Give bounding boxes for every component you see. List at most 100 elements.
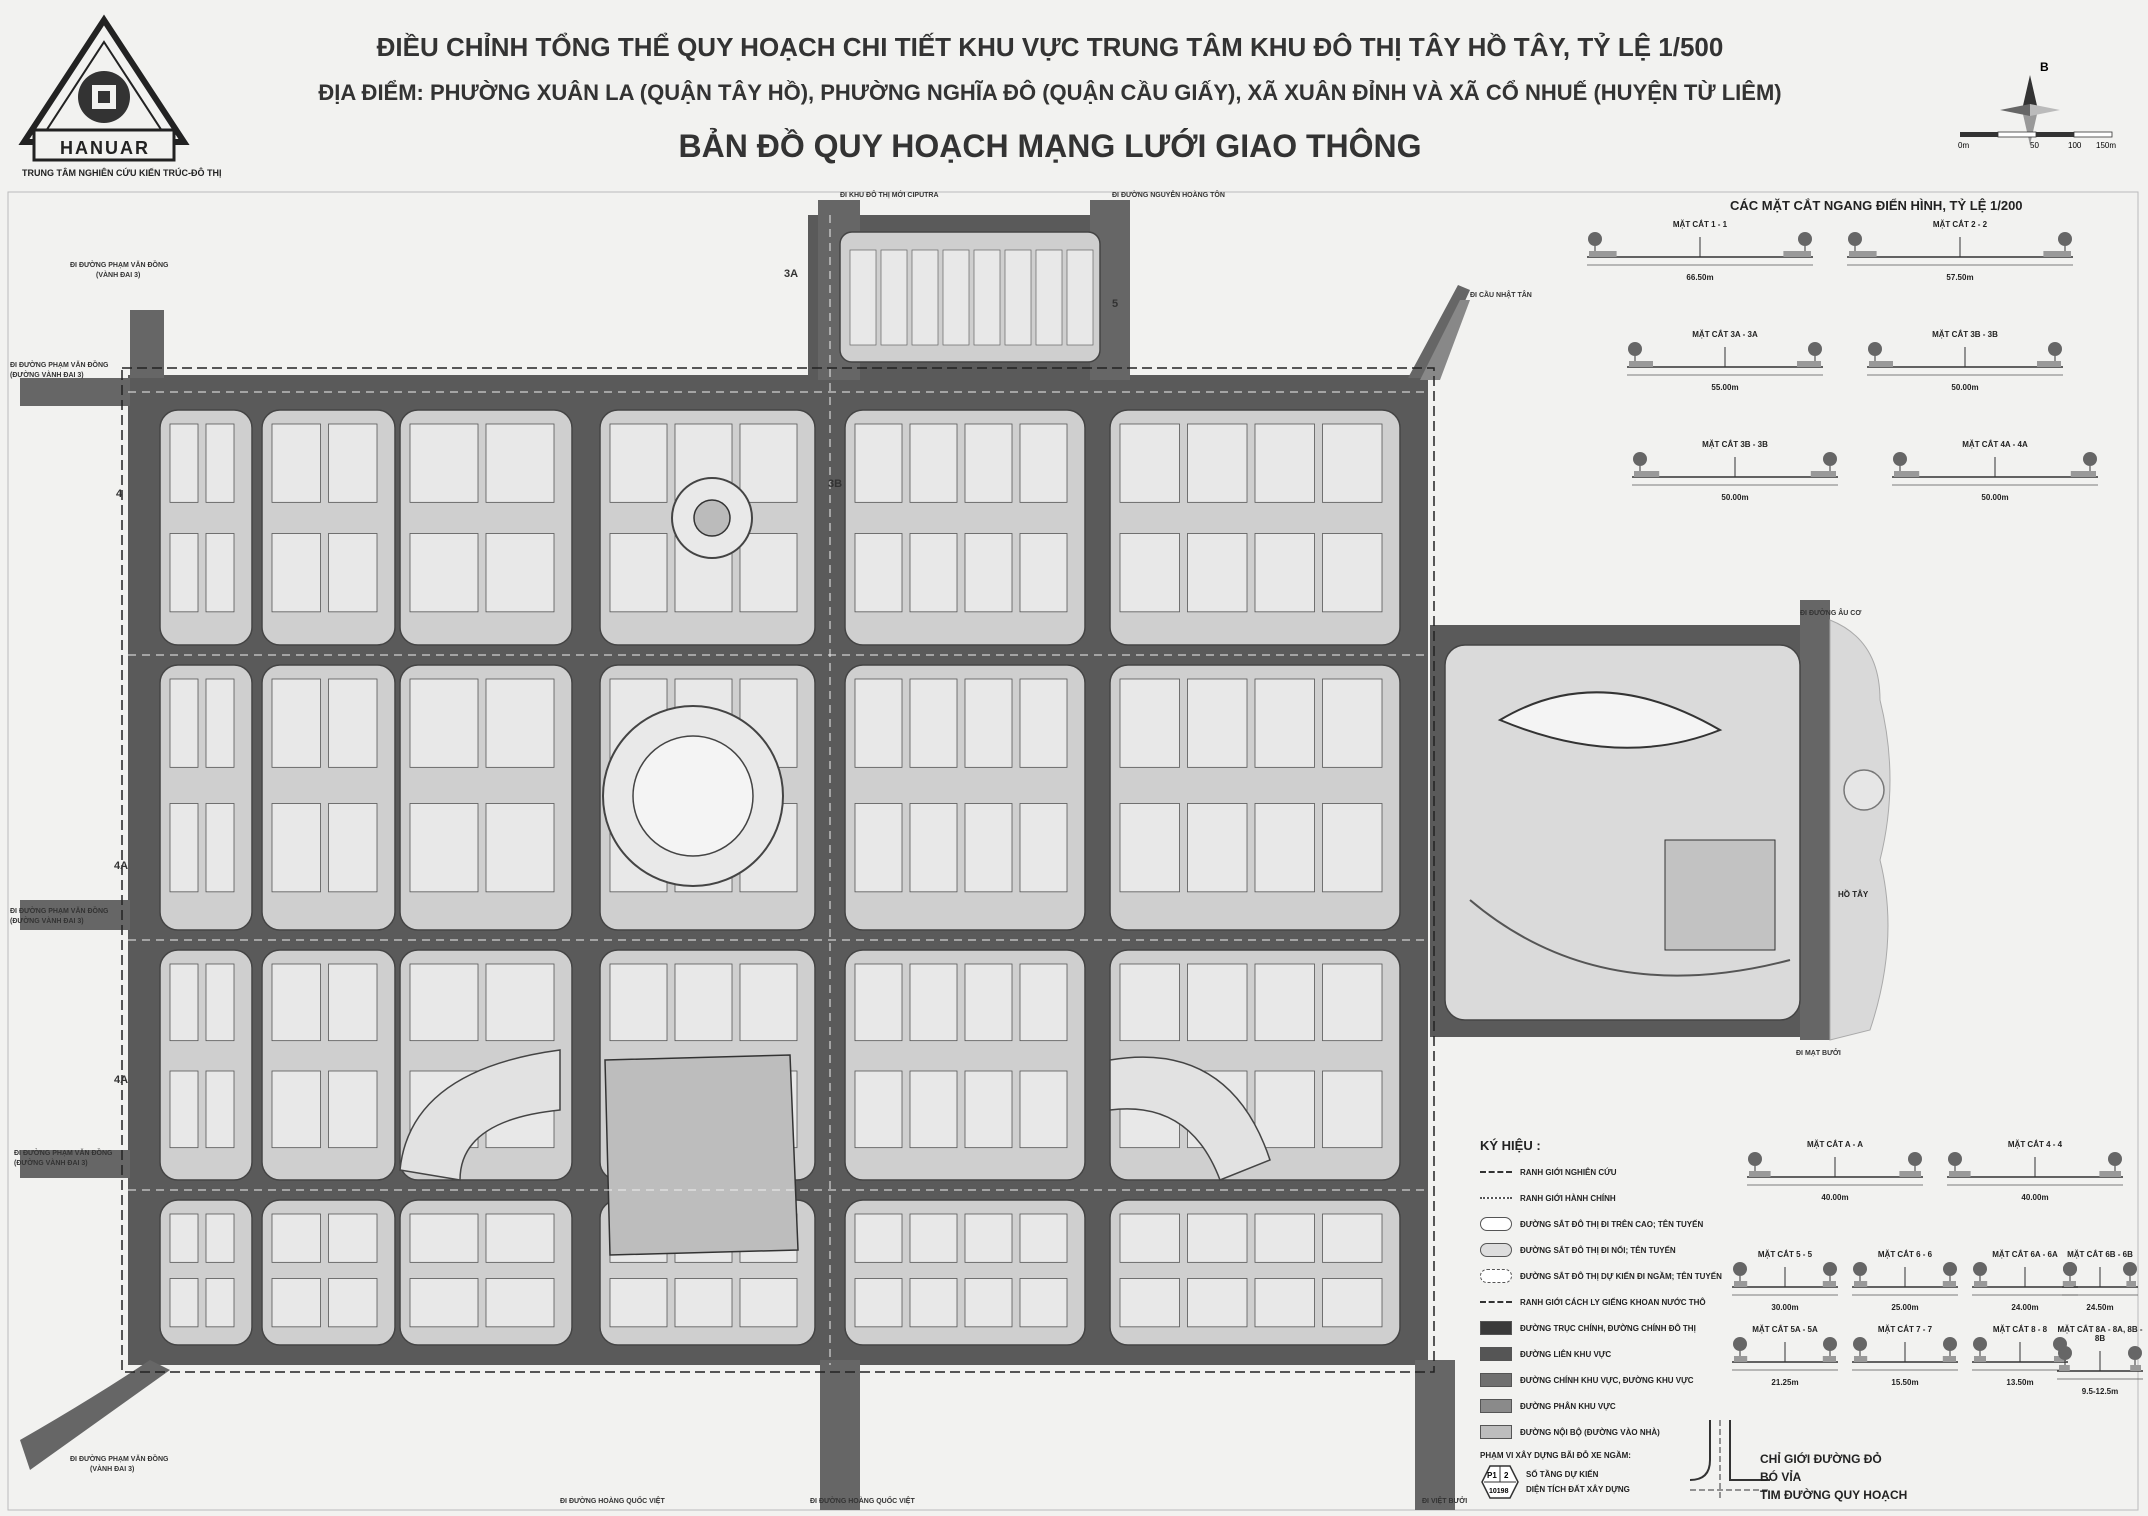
building — [1187, 803, 1248, 893]
building — [271, 1213, 321, 1263]
building — [409, 803, 479, 893]
building — [674, 963, 733, 1042]
building — [964, 1278, 1013, 1328]
exit-road-left-2 — [20, 900, 130, 930]
building-row — [1066, 249, 1094, 346]
cross-section-width: 9.5-12.5m — [2081, 1387, 2119, 1396]
building — [169, 1070, 199, 1149]
building — [485, 803, 555, 893]
legend: KÝ HIỆU : RANH GIỚI NGHIÊN CỨU RANH GIỚI… — [1480, 1138, 1810, 1500]
bottom-legend-2: BÓ VỈA — [1760, 1470, 1802, 1484]
cross-section-drawing — [1747, 1152, 1923, 1186]
exit-left-2b: (ĐƯỜNG VÀNH ĐAI 3) — [10, 372, 84, 379]
section-mark-4a-1: 4A — [114, 860, 129, 872]
cross-section-drawing — [1947, 1152, 2123, 1186]
cross-section-width: 15.50m — [1891, 1378, 1919, 1387]
road-edge-diagram — [1690, 1420, 1770, 1500]
building — [169, 963, 199, 1042]
cross-section-label: MẶT CẮT 6B - 6B — [2067, 1250, 2133, 1259]
building — [1119, 963, 1180, 1042]
building — [1019, 1278, 1068, 1328]
building — [271, 803, 321, 893]
building — [271, 533, 321, 613]
cross-section-drawing — [1632, 452, 1838, 486]
cross-section-label: MẶT CẮT 4A - 4A — [1962, 440, 2028, 449]
scale-bar: 0m 50 100 150m — [1958, 131, 2116, 150]
building — [1187, 423, 1248, 503]
cross-section-label: MẶT CẮT 8 - 8 — [1992, 1325, 2048, 1334]
cross-section-label: MẶT CẮT 3B - 3B — [1932, 330, 1998, 339]
exit-left-4: ĐI ĐƯỜNG PHẠM VĂN ĐỒNG — [14, 1150, 113, 1157]
building — [854, 423, 903, 503]
cross-section-drawing — [1972, 1337, 2068, 1371]
cross-section-width: 24.00m — [2011, 1303, 2039, 1312]
hanuar-logo-icon — [18, 14, 190, 162]
building — [1254, 1278, 1315, 1328]
legend-item: ĐƯỜNG SẮT ĐÔ THỊ ĐI NỔI; TÊN TUYẾN — [1480, 1237, 1810, 1263]
building — [854, 963, 903, 1042]
building — [1019, 678, 1068, 768]
building — [1322, 678, 1383, 768]
building — [328, 1278, 378, 1328]
building — [1119, 423, 1180, 503]
building — [169, 678, 199, 768]
exit-left-3: ĐI ĐƯỜNG PHẠM VĂN ĐỒNG — [10, 908, 109, 915]
building — [964, 1070, 1013, 1149]
building — [909, 1070, 958, 1149]
building — [1119, 1278, 1180, 1328]
building — [328, 533, 378, 613]
cross-section-label: MẶT CẮT 7 - 7 — [1877, 1325, 1933, 1334]
building-row — [849, 249, 877, 346]
building — [205, 1278, 235, 1328]
building — [1187, 1278, 1248, 1328]
legend-item: ĐƯỜNG TRỤC CHÍNH, ĐƯỜNG CHÍNH ĐÔ THỊ — [1480, 1315, 1810, 1341]
scale-150: 150m — [2096, 141, 2116, 150]
exit-viet-buoi: ĐI VIỆT BƯỞI — [1422, 1498, 1468, 1505]
building — [854, 1213, 903, 1263]
building — [328, 963, 378, 1042]
building — [1187, 533, 1248, 613]
building-row — [1004, 249, 1032, 346]
building — [409, 963, 479, 1042]
building — [1119, 1213, 1180, 1263]
legend-item: RANH GIỚI HÀNH CHÍNH — [1480, 1185, 1810, 1211]
lake-roundabout — [1843, 769, 1885, 811]
cross-section-label: MẶT CẮT A - A — [1807, 1140, 1863, 1149]
cross-section-label: MẶT CẮT 4 - 4 — [2007, 1140, 2063, 1149]
cross-section-width: 50.00m — [1981, 493, 2009, 502]
building — [1019, 963, 1068, 1042]
building — [1119, 803, 1180, 893]
legend-item: ĐƯỜNG PHÂN KHU VỰC — [1480, 1393, 1810, 1419]
building — [609, 963, 668, 1042]
building — [1019, 533, 1068, 613]
building — [1322, 423, 1383, 503]
legend-item: RANH GIỚI CÁCH LY GIẾNG KHOAN NƯỚC THÔ — [1480, 1289, 1810, 1315]
building — [909, 1278, 958, 1328]
building — [1254, 533, 1315, 613]
parking-hexagon-icon: P1 2 10198 — [1481, 1465, 1519, 1499]
building — [1254, 678, 1315, 768]
building — [964, 1213, 1013, 1263]
building — [1187, 678, 1248, 768]
section-mark-4: 4 — [116, 488, 123, 500]
cross-section-label: MẶT CẮT 5A - 5A — [1752, 1325, 1818, 1334]
exit-au-co: ĐI ĐƯỜNG ÂU CƠ — [1800, 610, 1862, 617]
building — [205, 1070, 235, 1149]
building-row — [880, 249, 908, 346]
scale-50: 50 — [2030, 141, 2039, 150]
cross-section-drawing — [1847, 232, 2073, 266]
building — [909, 533, 958, 613]
cross-section-width: 13.50m — [2006, 1378, 2034, 1387]
bottom-legend-1: CHỈ GIỚI ĐƯỜNG ĐỎ — [1760, 1452, 1882, 1466]
cross-section-drawing — [1732, 1337, 1838, 1371]
building — [169, 803, 199, 893]
building — [485, 533, 555, 613]
building — [1254, 963, 1315, 1042]
exit-quoc-viet-2: ĐI ĐƯỜNG HOÀNG QUỐC VIỆT — [810, 1498, 915, 1505]
building — [169, 1213, 199, 1263]
building — [609, 1278, 668, 1328]
